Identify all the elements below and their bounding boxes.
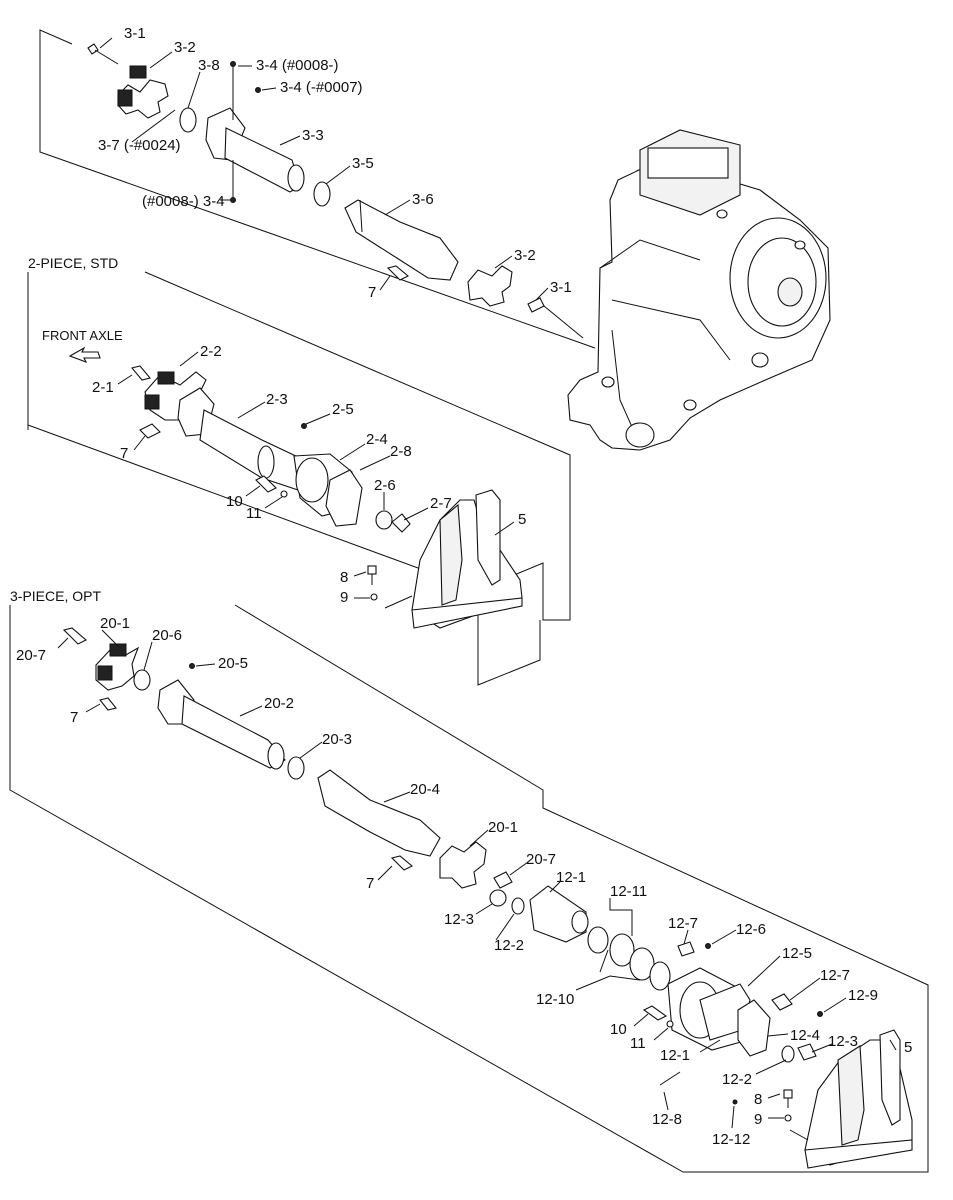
label-20-7-b: 20-7 xyxy=(526,851,556,868)
label-2-7: 2-7 xyxy=(430,495,452,512)
label-12-2-b: 12-2 xyxy=(722,1071,752,1088)
label-12-1-a: 12-1 xyxy=(556,869,586,886)
label-8-a: 8 xyxy=(340,569,348,586)
label-10-a: 10 xyxy=(226,493,243,510)
label-20-4: 20-4 xyxy=(410,781,440,798)
label-20-1-b: 20-1 xyxy=(488,819,518,836)
label-8-b: 8 xyxy=(754,1091,762,1108)
label-12-6: 12-6 xyxy=(736,921,766,938)
label-3-1-b: 3-1 xyxy=(550,279,572,296)
label-12-4: 12-4 xyxy=(790,1027,820,1044)
label-11-b: 11 xyxy=(630,1035,646,1052)
label-10-b: 10 xyxy=(610,1021,627,1038)
front-axle-label: FRONT AXLE xyxy=(42,328,123,343)
label-12-3-a: 12-3 xyxy=(444,911,474,928)
label-7-a: 7 xyxy=(368,284,376,301)
front-axle-marker: FRONT AXLE xyxy=(42,328,123,364)
center-bearing-assembly xyxy=(529,885,823,1105)
label-12-10: 12-10 xyxy=(536,991,574,1008)
label-20-7-a: 20-7 xyxy=(16,647,46,664)
label-3-8: 3-8 xyxy=(198,57,220,74)
two-piece-frame: 2-PIECE, STD xyxy=(27,255,571,621)
top-shaft-assembly xyxy=(87,43,584,339)
label-20-3: 20-3 xyxy=(322,731,352,748)
label-20-1-a: 20-1 xyxy=(100,615,130,632)
label-3-7: 3-7 (-#0024) xyxy=(98,137,181,154)
label-3-3: 3-3 xyxy=(302,127,324,144)
label-12-3-b: 12-3 xyxy=(828,1033,858,1050)
two-piece-title: 2-PIECE, STD xyxy=(28,255,118,271)
label-7-d: 7 xyxy=(366,875,374,892)
three-piece-frame: 3-PIECE, OPT xyxy=(9,425,929,1173)
label-5-b: 5 xyxy=(904,1039,912,1056)
label-12-9: 12-9 xyxy=(848,987,878,1004)
two-piece-shaft-assembly xyxy=(131,365,411,533)
bearing-stand-upper xyxy=(384,489,523,629)
label-3-4-c: (#0008-) 3-4 xyxy=(142,193,225,210)
label-9-b: 9 xyxy=(754,1111,762,1128)
label-7-c: 7 xyxy=(70,709,78,726)
top-section-frame xyxy=(39,29,596,349)
label-9-a: 9 xyxy=(340,589,348,606)
label-3-2-b: 3-2 xyxy=(514,247,536,264)
label-20-5: 20-5 xyxy=(218,655,248,672)
label-2-1: 2-1 xyxy=(92,379,114,396)
label-12-12: 12-12 xyxy=(712,1131,750,1148)
label-3-4-a: 3-4 (#0008-) xyxy=(256,57,339,74)
label-20-6: 20-6 xyxy=(152,627,182,644)
label-12-8: 12-8 xyxy=(652,1111,682,1128)
leader-lines xyxy=(57,37,897,1129)
label-2-2: 2-2 xyxy=(200,343,222,360)
label-2-8: 2-8 xyxy=(390,443,412,460)
label-11-a: 11 xyxy=(246,505,262,522)
transmission-housing xyxy=(567,129,831,451)
label-2-3: 2-3 xyxy=(266,391,288,408)
label-3-2-a: 3-2 xyxy=(174,39,196,56)
label-2-5: 2-5 xyxy=(332,401,354,418)
label-12-7-b: 12-7 xyxy=(820,967,850,984)
label-7-b: 7 xyxy=(120,445,128,462)
label-12-7-a: 12-7 xyxy=(668,915,698,932)
label-12-11: 12-11 xyxy=(610,883,647,900)
label-2-4: 2-4 xyxy=(366,431,388,448)
callout-labels: 3-1 3-2 3-8 3-4 (#0008-) 3-4 (-#0007) 3-… xyxy=(16,25,912,1148)
label-2-6: 2-6 xyxy=(374,477,396,494)
bearing-stand-lower xyxy=(789,1029,913,1169)
label-3-5: 3-5 xyxy=(352,155,374,172)
bolt-8-lower xyxy=(783,1089,793,1122)
label-3-4-b: 3-4 (-#0007) xyxy=(280,79,363,96)
label-3-1-a: 3-1 xyxy=(124,25,146,42)
label-20-2: 20-2 xyxy=(264,695,294,712)
label-3-6: 3-6 xyxy=(412,191,434,208)
label-12-1-b: 12-1 xyxy=(660,1047,690,1064)
label-12-5: 12-5 xyxy=(782,945,812,962)
label-5-a: 5 xyxy=(518,511,526,528)
three-piece-title: 3-PIECE, OPT xyxy=(10,588,101,604)
three-piece-shaft-assembly xyxy=(62,627,525,915)
label-12-2-a: 12-2 xyxy=(494,937,524,954)
arrow-icon xyxy=(68,346,101,364)
bolt-8-upper xyxy=(367,565,378,601)
